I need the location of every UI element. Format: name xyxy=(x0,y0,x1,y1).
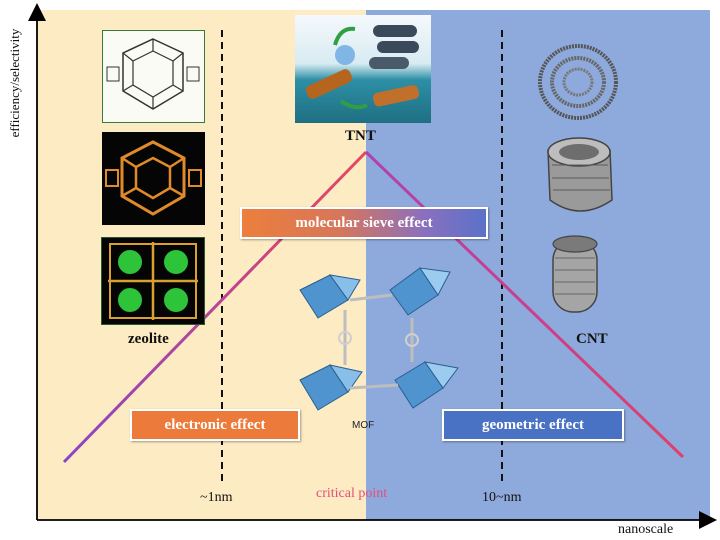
zeolite-orange-framework-image xyxy=(102,132,205,225)
zeolite-green-cage-image xyxy=(101,237,205,325)
molecular-sieve-effect-box: molecular sieve effect xyxy=(240,207,488,239)
cnt-tube-illustration xyxy=(552,235,598,313)
cnt-label: CNT xyxy=(576,331,608,347)
critical-point-label: critical point xyxy=(316,486,388,501)
zeolite-label: zeolite xyxy=(128,331,169,347)
tick-label-10nm: 10~nm xyxy=(482,490,522,505)
mof-label: MOF xyxy=(352,420,375,431)
tick-label-1nm: ~1nm xyxy=(200,490,233,505)
mof-structure-illustration xyxy=(299,267,459,411)
zeolite-framework-image xyxy=(102,30,205,123)
cnt-concentric-illustration xyxy=(538,44,618,120)
curve-rising xyxy=(62,150,368,464)
tnt-label: TNT xyxy=(345,128,376,144)
tnt-illustration-image xyxy=(295,15,431,123)
cnt-tilted-illustration xyxy=(547,137,613,212)
y-axis-label: efficiency/selectivity xyxy=(7,28,22,138)
electronic-effect-box: electronic effect xyxy=(130,409,300,441)
x-axis-label: nanoscale xyxy=(618,522,674,537)
geometric-effect-box: geometric effect xyxy=(442,409,624,441)
curve-falling xyxy=(364,150,685,459)
